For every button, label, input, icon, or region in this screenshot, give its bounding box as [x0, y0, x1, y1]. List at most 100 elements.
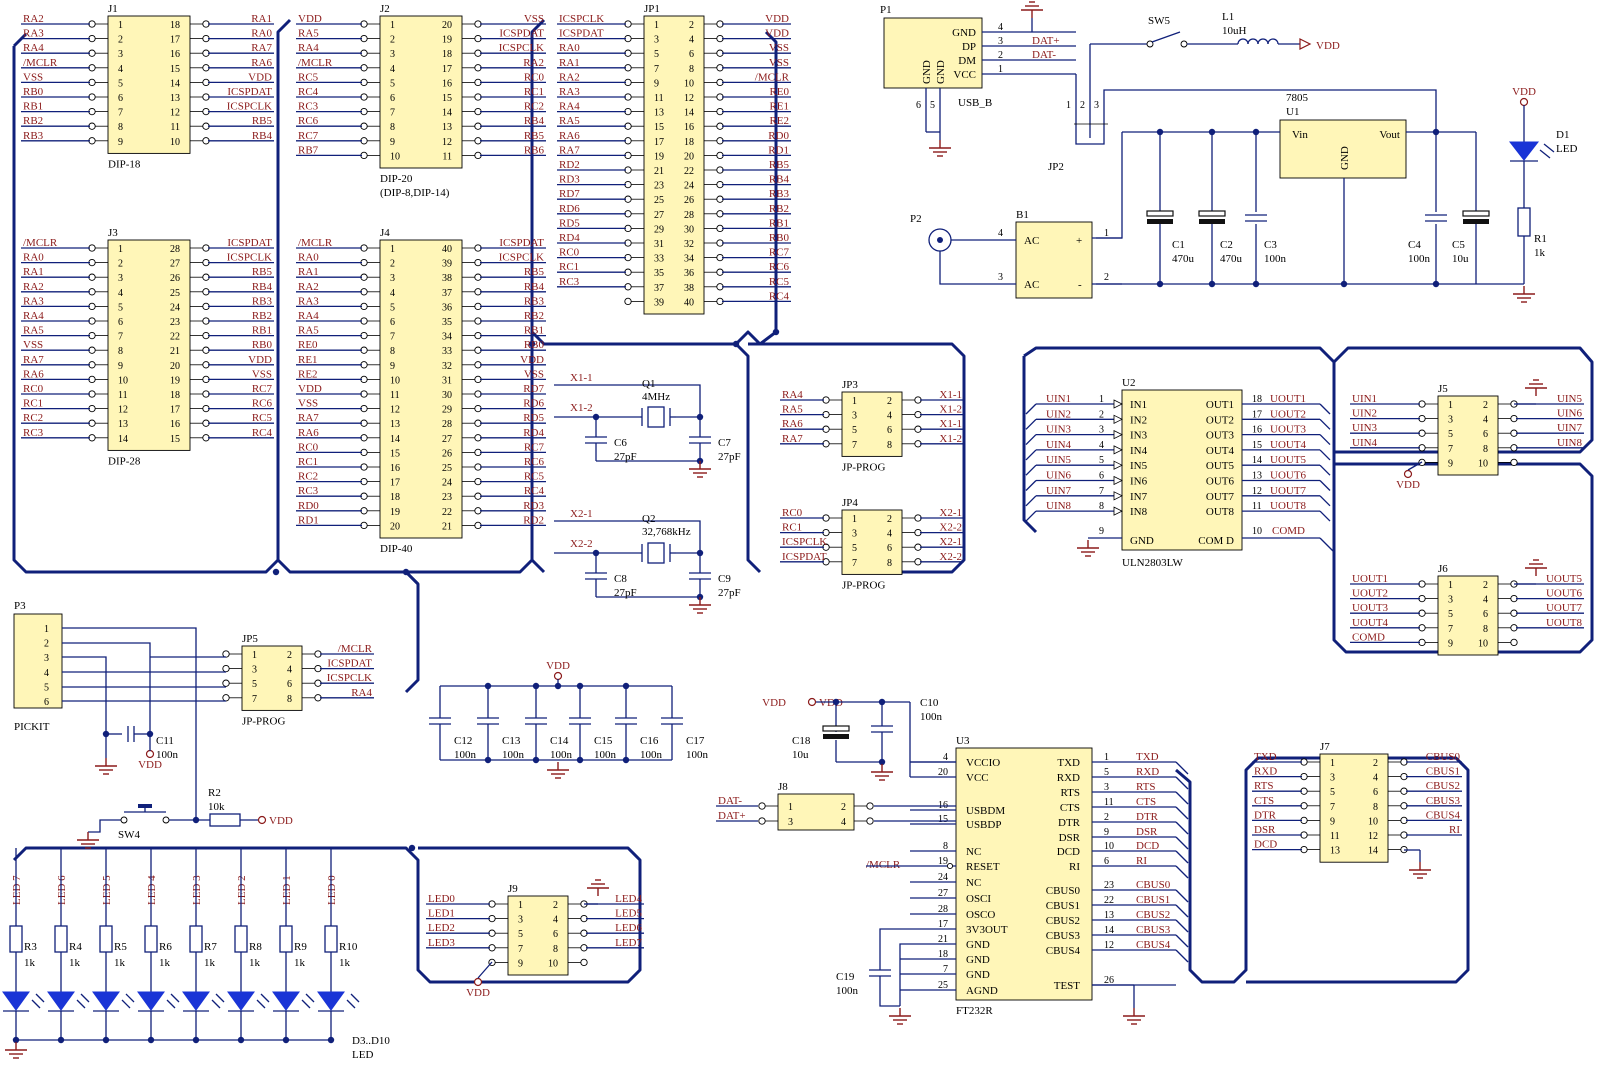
pin-number: 4	[998, 228, 1003, 239]
pin-number: 14	[1368, 846, 1378, 857]
u2-out-label: OUT3	[1206, 430, 1235, 442]
pin-number: 8	[887, 440, 892, 451]
net-label: LED6	[615, 922, 642, 934]
net-label: RD5	[523, 412, 544, 424]
led-group-ref: D3..D10	[352, 1035, 390, 1047]
pin-number: 6	[1483, 429, 1488, 440]
net-label: RC1	[23, 398, 43, 410]
net-label: UOUT4	[1270, 439, 1307, 451]
pin-number: 6	[287, 679, 292, 690]
net-label: /MCLR	[866, 859, 901, 871]
pin-number: 4	[390, 64, 395, 75]
pin-number: 9	[1448, 638, 1453, 649]
pin-number: 21	[654, 166, 664, 177]
capacitor-ref: C7	[718, 437, 731, 449]
net-label: RB3	[524, 295, 545, 307]
pin-number: 10	[390, 151, 400, 162]
capacitor-value: 100n	[1264, 253, 1287, 265]
ground-symbol	[1409, 862, 1431, 879]
pin-number: 6	[390, 93, 395, 104]
pin-number: 18	[170, 390, 180, 401]
j3-type: DIP-28	[108, 455, 141, 467]
net-label: RB3	[769, 188, 790, 200]
net-label: RE0	[769, 86, 789, 98]
pin-number: 22	[684, 166, 694, 177]
crystal-value: 4MHz	[642, 391, 670, 403]
pin-number: 13	[654, 108, 664, 119]
pin-number: 4	[44, 668, 49, 679]
net-label: DTR	[1254, 809, 1277, 821]
pin-number: 10	[548, 958, 558, 969]
pin-number: 1	[998, 64, 1003, 75]
pin-number: 7	[852, 440, 857, 451]
net-label: UIN2	[1046, 408, 1071, 420]
net-label: RA2	[23, 13, 44, 25]
pin-number: 8	[118, 346, 123, 357]
capacitor-ref: C3	[1264, 239, 1277, 251]
u3-right-label: CBUS0	[1046, 885, 1081, 897]
pin-number: 3	[118, 273, 123, 284]
vdd-label: VDD	[1396, 479, 1420, 491]
capacitor-value: 100n	[502, 749, 525, 761]
pin-number: 9	[1099, 526, 1104, 537]
net-label: RTS	[1136, 781, 1156, 793]
pin-number: 3	[998, 36, 1003, 47]
net-label: RC4	[524, 485, 545, 497]
pin-number: 1	[390, 244, 395, 255]
capacitor	[1198, 210, 1226, 224]
pin-number: 33	[442, 346, 452, 357]
resistor-ref: R7	[204, 941, 217, 953]
b1-ref: B1	[1016, 209, 1029, 221]
net-label: RXD	[1254, 766, 1277, 778]
usb-pin-label: VCC	[953, 69, 976, 81]
jp3-type: JP-PROG	[842, 461, 885, 473]
net-label: COMD	[1352, 631, 1385, 643]
pin-number: 22	[442, 507, 452, 518]
net-label: UIN1	[1046, 393, 1071, 405]
pin-number: 39	[442, 259, 452, 270]
u3-type: FT232R	[956, 1005, 993, 1017]
pin-number: 9	[390, 137, 395, 148]
u1-ref: U1	[1286, 106, 1299, 118]
u3-right-label: CBUS4	[1046, 945, 1081, 957]
net-label: RA4	[782, 389, 803, 401]
pin-number: 25	[938, 980, 948, 991]
net-label: RB5	[252, 266, 273, 278]
u1-vin-label: Vin	[1292, 129, 1308, 141]
net-label: ICSPDAT	[227, 237, 272, 249]
net-label: RE2	[769, 115, 789, 127]
pin-number: 2	[390, 259, 395, 270]
net-label: RA3	[298, 295, 319, 307]
pin-number: 10	[390, 375, 400, 386]
c11-value: 100n	[156, 749, 179, 761]
net-label: RC1	[559, 261, 579, 273]
net-label: /MCLR	[755, 71, 790, 83]
pin-number: 8	[390, 122, 395, 133]
pin-number: 2	[390, 35, 395, 46]
pin-number: 1	[1066, 100, 1071, 111]
pin-number: 5	[852, 425, 857, 436]
net-label: LED7	[615, 937, 642, 949]
net-label: UOUT4	[1352, 617, 1389, 629]
net-label: ICSPDAT	[559, 28, 604, 40]
pin-number: 31	[442, 375, 452, 386]
pin-number: 19	[938, 856, 948, 867]
pin-number: 26	[684, 195, 694, 206]
pin-number: 1	[518, 900, 523, 911]
net-label: RC2	[298, 471, 318, 483]
led-net-label: LED 1	[281, 875, 293, 905]
net-label: RA4	[298, 310, 319, 322]
net-label: RD6	[559, 203, 580, 215]
pin-number: 11	[654, 93, 664, 104]
net-label: UIN6	[1046, 470, 1072, 482]
pin-number: 1	[1099, 394, 1104, 405]
net-label: X2-1	[939, 536, 962, 548]
pin-number: 25	[654, 195, 664, 206]
net-label: DSR	[1136, 826, 1158, 838]
capacitor-ref: C15	[594, 735, 613, 747]
net-label: ICSPCLK	[559, 13, 604, 25]
j5-ref: J5	[1438, 383, 1448, 395]
pin-number: 15	[170, 64, 180, 75]
pin-number: 4	[1483, 595, 1488, 606]
